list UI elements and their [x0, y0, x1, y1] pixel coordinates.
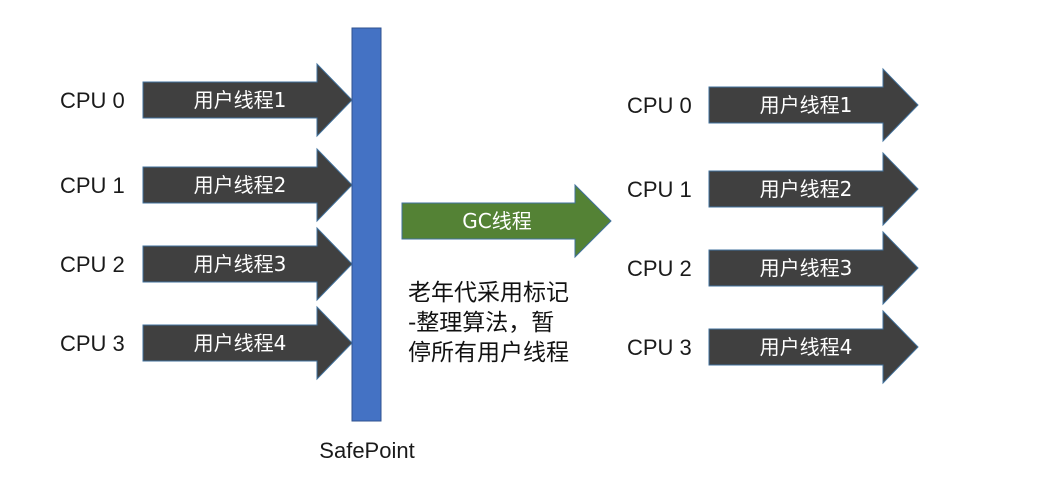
thread-arrow: [708, 151, 919, 227]
left-row: CPU 0 用户线程1: [60, 62, 353, 138]
note-line: -整理算法，暂: [408, 310, 554, 336]
safepoint-label: SafePoint: [319, 438, 414, 463]
thread-label: 用户线程2: [194, 173, 287, 197]
gc-note: 老年代采用标记 -整理算法，暂 停所有用户线程: [408, 280, 569, 366]
gc-arrow: [401, 183, 612, 259]
cpu-label: CPU 1: [60, 173, 125, 198]
thread-arrow: [708, 309, 919, 385]
thread-arrow: [708, 67, 919, 143]
cpu-label: CPU 0: [627, 93, 692, 118]
cpu-label: CPU 1: [627, 177, 692, 202]
safepoint-bar: [351, 27, 382, 422]
left-row: CPU 3 用户线程4: [60, 305, 353, 381]
thread-label: 用户线程1: [760, 93, 853, 117]
cpu-label: CPU 2: [60, 252, 125, 277]
left-row: CPU 1 用户线程2: [60, 147, 353, 223]
thread-label: 用户线程4: [760, 335, 853, 359]
right-row: CPU 0 用户线程1: [627, 67, 919, 143]
gc-label: GC线程: [462, 209, 531, 233]
thread-label: 用户线程3: [194, 252, 287, 276]
thread-label: 用户线程1: [194, 88, 287, 112]
note-line: 老年代采用标记: [408, 280, 569, 306]
left-thread-group: CPU 0 用户线程1 CPU 1 用户线程2 CPU 2 用户线程3 CPU …: [60, 62, 353, 381]
cpu-label: CPU 2: [627, 256, 692, 281]
right-row: CPU 2 用户线程3: [627, 230, 919, 306]
right-row: CPU 3 用户线程4: [627, 309, 919, 385]
thread-arrow: [142, 62, 353, 138]
note-line: 停所有用户线程: [408, 340, 569, 366]
cpu-label: CPU 0: [60, 88, 125, 113]
thread-arrow: [142, 305, 353, 381]
cpu-label: CPU 3: [60, 331, 125, 356]
gc-thread: GC线程: [401, 183, 612, 259]
thread-arrow: [142, 147, 353, 223]
thread-label: 用户线程2: [760, 177, 853, 201]
cpu-label: CPU 3: [627, 335, 692, 360]
right-thread-group: CPU 0 用户线程1 CPU 1 用户线程2 CPU 2 用户线程3 CPU …: [627, 67, 919, 385]
thread-arrow: [708, 230, 919, 306]
right-row: CPU 1 用户线程2: [627, 151, 919, 227]
thread-label: 用户线程4: [194, 331, 287, 355]
thread-arrow: [142, 226, 353, 302]
left-row: CPU 2 用户线程3: [60, 226, 353, 302]
thread-label: 用户线程3: [760, 256, 853, 280]
